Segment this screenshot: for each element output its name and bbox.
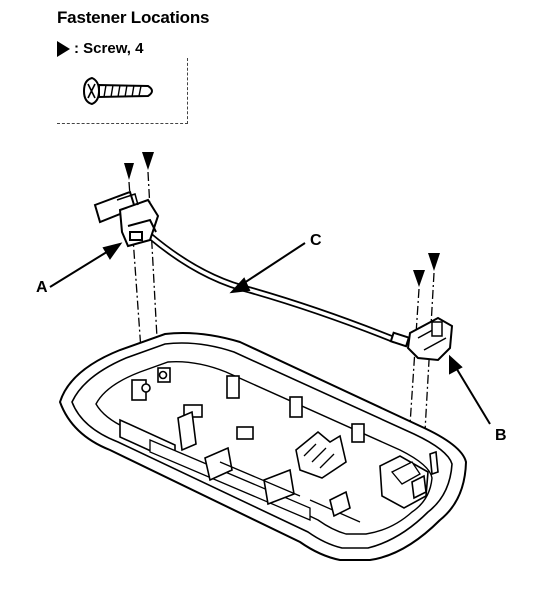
switch-b	[406, 316, 454, 362]
cable	[147, 233, 411, 348]
housing-tray	[58, 332, 468, 561]
screw-legend: : Screw, 4	[57, 40, 143, 57]
housing-details	[119, 367, 439, 523]
screw-legend-label: : Screw, 4	[74, 40, 144, 57]
callout-leaders	[49, 242, 491, 425]
callout-c-label: C	[310, 232, 322, 249]
actuator-a	[93, 190, 160, 248]
callout-a-label: A	[36, 279, 48, 296]
screw-icon	[82, 76, 153, 106]
fastener-locations-title: Fastener Locations	[57, 8, 210, 27]
screw-marker-icon	[57, 40, 70, 57]
legend-box	[57, 58, 188, 124]
screw-marker-icon	[124, 152, 440, 287]
callout-b-label: B	[495, 427, 507, 444]
